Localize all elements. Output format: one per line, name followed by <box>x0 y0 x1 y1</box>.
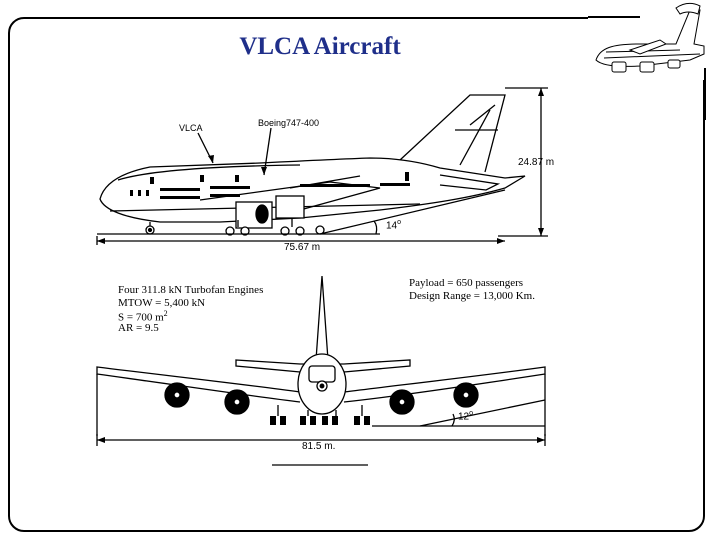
mtow-spec: MTOW = 5,400 kN <box>118 297 206 309</box>
tail-angle-label: 14o <box>386 219 402 232</box>
vlca-label: VLCA <box>179 123 203 133</box>
slide-title: VLCA Aircraft <box>239 33 401 60</box>
wing-area-spec: S = 700 m2 <box>118 309 168 324</box>
engines-spec: Four 311.8 kN Turbofan Engines <box>118 284 264 296</box>
aspect-ratio-spec: AR = 9.5 <box>118 322 159 334</box>
length-dimension-label: 75.67 m <box>284 242 321 253</box>
range-spec: Design Range = 13,000 Km. <box>409 290 535 302</box>
payload-spec: Payload = 650 passengers <box>409 277 524 289</box>
height-dimension-label: 24.87 m <box>518 157 555 168</box>
dihedral-angle-label: 12o <box>458 410 474 423</box>
slide-frame <box>8 17 705 532</box>
span-dimension-label: 81.5 m. <box>302 441 336 452</box>
boeing-label: Boeing747-400 <box>258 118 320 128</box>
